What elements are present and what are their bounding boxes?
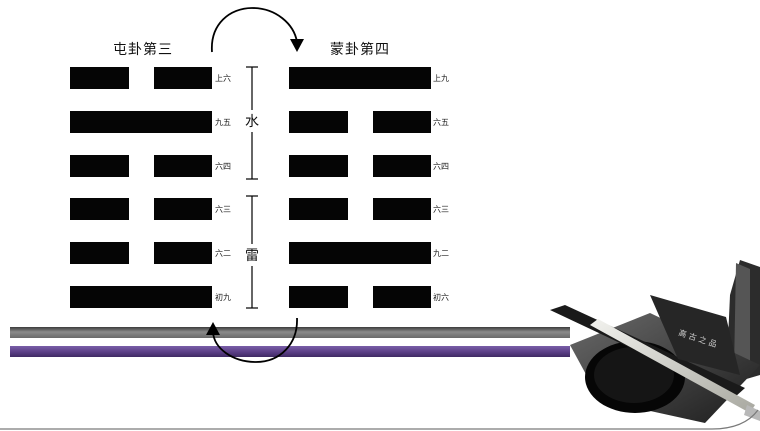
left-line-label: 初九 xyxy=(215,293,231,302)
broken-line-segment xyxy=(289,286,348,308)
broken-line-segment xyxy=(70,155,129,177)
right-line-label: 上九 xyxy=(433,74,449,83)
solid-line-bar xyxy=(70,286,212,308)
left-line-label: 九五 xyxy=(215,118,231,127)
left-line-4 xyxy=(70,198,212,220)
solid-line-bar xyxy=(70,111,212,133)
broken-line-segment xyxy=(289,198,348,220)
left-line-label: 六二 xyxy=(215,249,231,258)
gray-band xyxy=(10,327,570,338)
solid-line-bar xyxy=(289,242,431,264)
broken-line-segment xyxy=(70,198,129,220)
broken-line-segment xyxy=(153,67,212,89)
solid-line-bar xyxy=(289,67,431,89)
right-line-4 xyxy=(289,198,431,220)
right-line-label: 六四 xyxy=(433,162,449,171)
right-line-3 xyxy=(289,155,431,177)
transition-arrow-bottom xyxy=(206,317,298,363)
upper-trigram-label: 水 xyxy=(245,110,259,132)
right-line-5 xyxy=(289,242,431,264)
broken-line-segment xyxy=(372,111,431,133)
inkstone-brush-image: 高 古 之 品 xyxy=(550,260,760,423)
left-hexagram-title: 屯卦第三 xyxy=(113,42,173,58)
right-line-label: 六五 xyxy=(433,118,449,127)
right-line-1 xyxy=(289,67,431,89)
transition-arrow-top xyxy=(211,7,304,53)
left-line-label: 六三 xyxy=(215,205,231,214)
frame-corner-line xyxy=(0,409,759,430)
lower-trigram-label: 雷 xyxy=(245,244,259,266)
broken-line-segment xyxy=(153,242,212,264)
right-line-2 xyxy=(289,111,431,133)
left-line-6 xyxy=(70,286,212,308)
broken-line-segment xyxy=(70,242,129,264)
left-line-3 xyxy=(70,155,212,177)
left-line-1 xyxy=(70,67,212,89)
right-line-6 xyxy=(289,286,431,308)
broken-line-segment xyxy=(153,198,212,220)
right-line-label: 初六 xyxy=(433,293,449,302)
broken-line-segment xyxy=(372,286,431,308)
left-line-label: 上六 xyxy=(215,74,231,83)
broken-line-segment xyxy=(289,155,348,177)
broken-line-segment xyxy=(70,67,129,89)
left-line-5 xyxy=(70,242,212,264)
right-line-label: 六三 xyxy=(433,205,449,214)
purple-band xyxy=(10,346,570,357)
broken-line-segment xyxy=(372,155,431,177)
right-hexagram-title: 蒙卦第四 xyxy=(330,42,390,58)
broken-line-segment xyxy=(289,111,348,133)
left-line-label: 六四 xyxy=(215,162,231,171)
right-line-label: 九二 xyxy=(433,249,449,258)
broken-line-segment xyxy=(372,198,431,220)
broken-line-segment xyxy=(153,155,212,177)
left-line-2 xyxy=(70,111,212,133)
